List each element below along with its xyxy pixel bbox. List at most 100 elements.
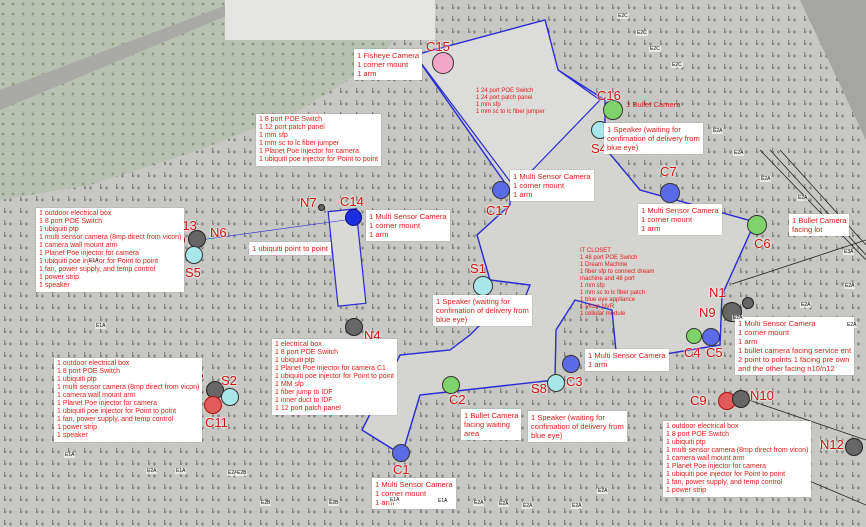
callout-line: 1 Planet Poe injector for camera bbox=[666, 463, 766, 470]
equipment-tag: E2A bbox=[522, 503, 534, 509]
network-node-n6[interactable] bbox=[188, 230, 206, 248]
callout-line: 1 8 port POE Switch bbox=[275, 349, 339, 356]
camera-marker-c17[interactable] bbox=[492, 181, 510, 199]
camera-marker-c2[interactable] bbox=[442, 376, 460, 394]
network-node-n1[interactable] bbox=[742, 297, 754, 309]
callout-line: 1 fan, power supply, and temp control bbox=[57, 416, 174, 423]
callout-line: 1 8 port POE Switch bbox=[259, 116, 323, 123]
callout-line: 1 arm bbox=[375, 498, 395, 507]
equipment-tag: E2A bbox=[844, 283, 856, 289]
label-s5: S5 bbox=[185, 265, 201, 280]
callout-line: 1 ubiquiti point to point bbox=[252, 244, 328, 253]
equipment-tag: E3A bbox=[843, 249, 855, 255]
callout-line: 1 Multi Sensor Camera bbox=[369, 212, 447, 221]
callout-line: 1 power strip bbox=[666, 487, 707, 494]
callout-line: 1 fan, power supply, and temp control bbox=[666, 479, 783, 486]
callout-line: 1 12 port patch panel bbox=[275, 405, 341, 412]
speaker-marker-s5[interactable] bbox=[185, 246, 203, 264]
equipment-tag: E2C bbox=[671, 62, 683, 68]
label-c7: C7 bbox=[660, 164, 677, 179]
callout-line: 1 corner mount bbox=[513, 181, 565, 190]
upper-wing bbox=[413, 19, 601, 189]
camera-marker-c15[interactable] bbox=[432, 52, 454, 74]
callout-line: 1 Multi Sensor Camera bbox=[641, 206, 719, 215]
camera-marker-c5[interactable] bbox=[702, 328, 720, 346]
equipment-tag: E2A bbox=[597, 488, 609, 494]
callout-line: 1 Multi Sensor Camera bbox=[513, 172, 591, 181]
callout-line: 1 ubiquiti poe injector for Point to poi… bbox=[57, 408, 177, 415]
camera-marker-c3[interactable] bbox=[562, 355, 580, 373]
callout-line: 1 Multi Sensor Camera bbox=[375, 480, 453, 489]
callout-line: 1 MM sfp bbox=[275, 381, 304, 388]
callout-line: 1 arm bbox=[641, 224, 661, 233]
network-node-n10[interactable] bbox=[732, 390, 750, 408]
camera-marker-c14[interactable] bbox=[345, 209, 362, 226]
callout-line: 1 ubiquiti poe injector for Point to poi… bbox=[39, 258, 159, 265]
equipment-tag: E2A bbox=[797, 195, 809, 201]
equipment-tag: E2A bbox=[712, 128, 724, 134]
speaker-marker-s2[interactable] bbox=[221, 388, 239, 406]
speaker-marker-s1[interactable] bbox=[473, 276, 493, 296]
callout-line: 1 ubiquiti ptp bbox=[57, 376, 97, 383]
callout-line: 1 8 port POE Switch bbox=[666, 431, 730, 438]
callout-line: 1 corner mount bbox=[375, 489, 427, 498]
label-c6: C6 bbox=[754, 236, 771, 251]
callout-line: machine and 48 port bbox=[580, 276, 635, 282]
network-node-n4[interactable] bbox=[345, 318, 363, 336]
camera-marker-c4[interactable] bbox=[686, 328, 702, 344]
camera-marker-c11[interactable] bbox=[204, 396, 222, 414]
callout-line: 1 speaker bbox=[57, 432, 88, 439]
label-c3: C3 bbox=[566, 374, 583, 389]
callout-line: confimation of delivery from bbox=[531, 422, 624, 431]
camera-marker-c1[interactable] bbox=[392, 444, 410, 462]
equipment-tag: E2A bbox=[473, 500, 485, 506]
equipment-tag: E2A bbox=[146, 468, 158, 474]
callout-line: 1 cellular module bbox=[580, 311, 626, 317]
network-node-n12[interactable] bbox=[845, 438, 863, 456]
callout-c16: 1 Bullet Camera bbox=[623, 98, 683, 111]
callout-line: 1 camera wall mount arm bbox=[57, 392, 136, 399]
callout-line: 1 corner mount bbox=[738, 328, 790, 337]
network-node-n7[interactable] bbox=[318, 204, 325, 211]
camera-marker-c16[interactable] bbox=[603, 100, 623, 120]
callout-line: 1 Planet Poe injector for camera bbox=[39, 250, 139, 257]
callout-line: 1 mm sc to lc fiber jumper bbox=[259, 140, 340, 147]
roadway-right bbox=[690, 0, 866, 140]
label-c5: C5 bbox=[706, 345, 723, 360]
equipment-tag: E2C bbox=[649, 46, 661, 52]
speaker-marker-s8[interactable] bbox=[547, 374, 565, 392]
callout-line: blue eye) bbox=[607, 143, 639, 152]
callout-line: 1 multi sensor camera (8mp direct from v… bbox=[57, 384, 200, 391]
label-s2: S2 bbox=[221, 373, 237, 388]
callout-line: 1 blue eye appliance bbox=[580, 297, 636, 303]
callout-line: 1 power strip bbox=[39, 274, 80, 281]
callout-line: IT CLOSET bbox=[580, 248, 611, 254]
callout-line: 1 mm sfp bbox=[580, 283, 605, 289]
callout-line: 1 ubiquiti ptp bbox=[275, 357, 315, 364]
label-c1: C1 bbox=[393, 462, 410, 477]
callout-line: 1 corner mount bbox=[357, 60, 409, 69]
label-c15: C15 bbox=[426, 39, 450, 54]
equipment-tag: E1A bbox=[95, 323, 107, 329]
callout-line: 1 12 port patch panel bbox=[259, 124, 325, 131]
label-n7: N7 bbox=[300, 195, 317, 210]
camera-marker-c7[interactable] bbox=[660, 183, 680, 203]
callout-line: 1 24 port POE Switch bbox=[476, 88, 534, 94]
label-c16: C16 bbox=[597, 88, 621, 103]
callout-line: 1 48 port POE Switch bbox=[580, 255, 638, 261]
label-c11: C11 bbox=[205, 415, 228, 430]
callout-line: confimation of delivery from bbox=[436, 306, 529, 315]
callout-line: 1 Bullet Camera bbox=[792, 216, 847, 225]
equipment-tag: E1A bbox=[389, 497, 401, 503]
callout-line: 1 Speaker (waiting for bbox=[436, 297, 510, 306]
label-n6: N6 bbox=[210, 225, 227, 240]
camera-marker-c6[interactable] bbox=[747, 215, 767, 235]
callout-line: and the other facing n10/n12 bbox=[738, 364, 835, 373]
callout-line: blue eye) bbox=[531, 431, 563, 440]
